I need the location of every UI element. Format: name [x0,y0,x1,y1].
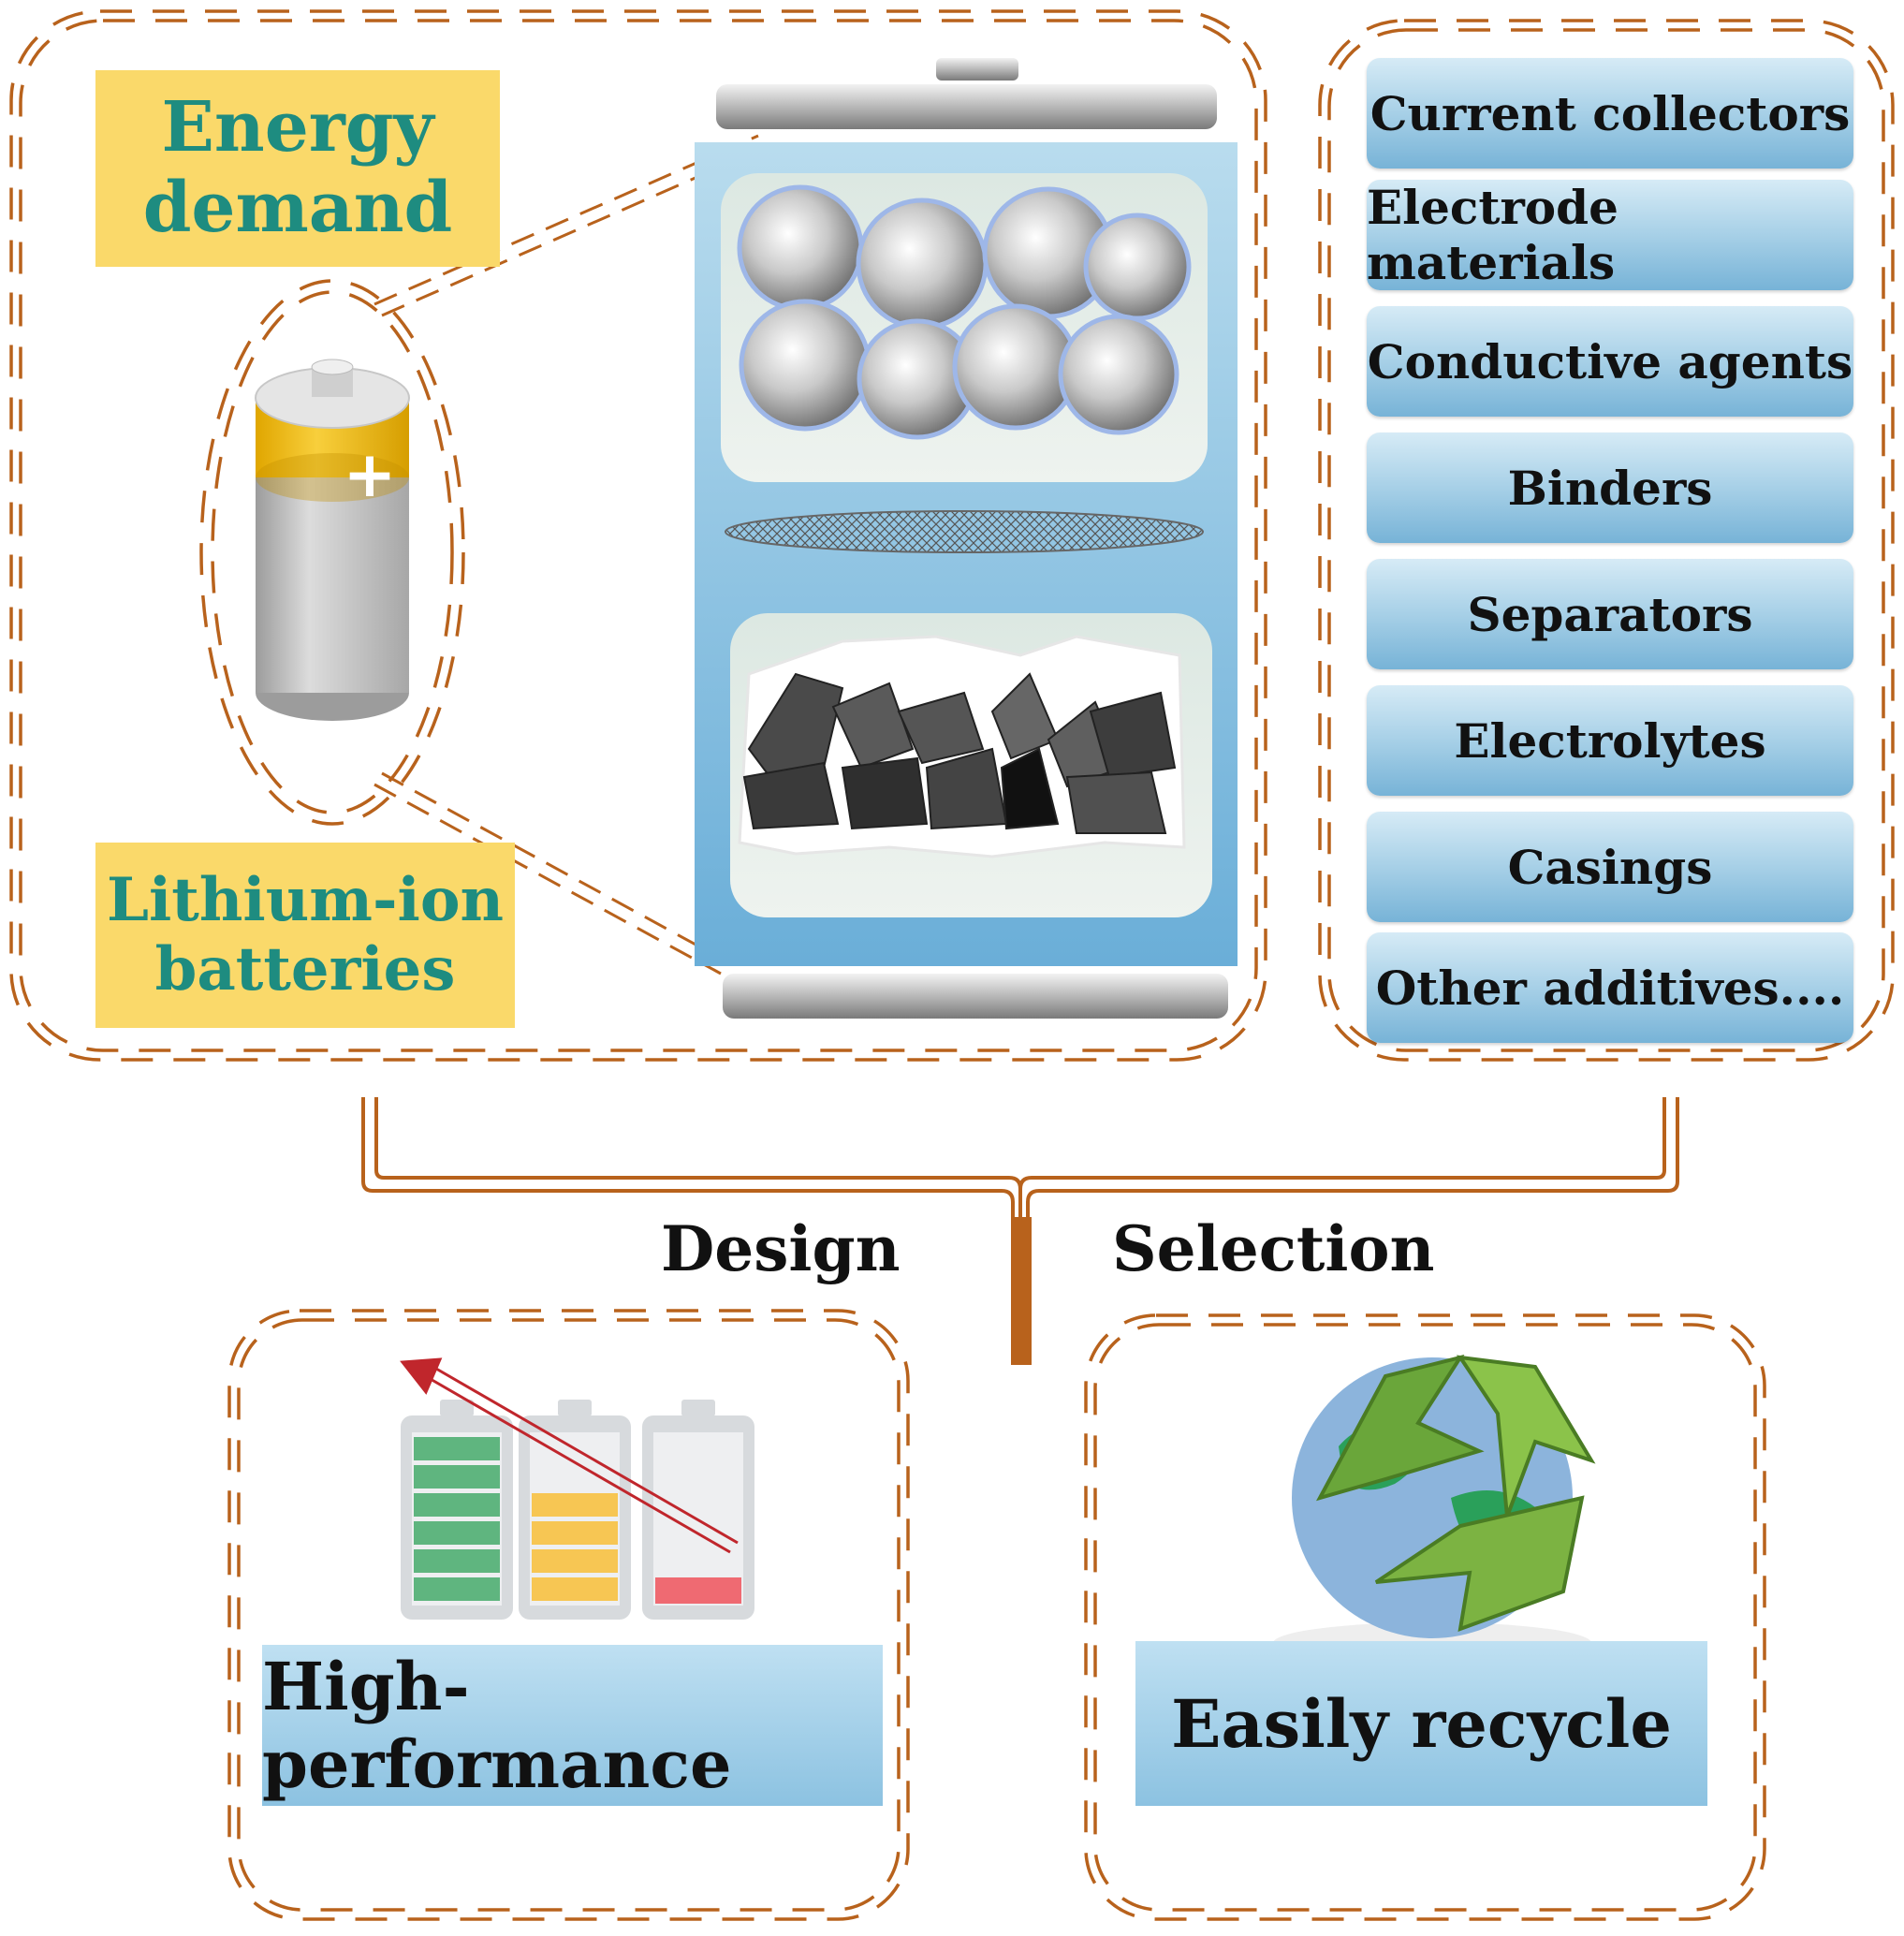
sphere-particle-icon [856,198,989,330]
cell-cutaway [695,58,1238,1019]
selection-label: Selection [1112,1212,1435,1285]
component-separators: Separators [1367,559,1853,669]
component-current-collectors: Current collectors [1367,58,1853,169]
crystal-particle-icon [1065,770,1167,834]
high-performance-label: High-performance [262,1645,883,1806]
left-dashed-frame-inner [19,19,1258,1052]
top-lid [716,84,1217,129]
zoom-line-top [373,134,759,306]
component-electrode-materials: Electrode materials [1367,180,1853,290]
sphere-particle-icon [737,184,864,312]
recycle-dashed-frame [1084,1313,1766,1921]
recycle-earth-icon [1273,1354,1596,1664]
component-casings: Casings [1367,812,1853,922]
component-electrolytes: Electrolytes [1367,685,1853,796]
right-dashed-frame-inner [1327,28,1885,1052]
easily-recycle-label: Easily recycle [1135,1641,1707,1806]
discharge-arrow-icon [400,1357,739,1554]
right-dashed-frame [1318,19,1895,1062]
component-binders: Binders [1367,433,1853,543]
battery-dashed-oval [199,279,465,826]
sphere-particle-icon [1083,213,1192,321]
top-cap-knob [936,58,1018,81]
lithium-ion-batteries-label: Lithium-ion batteries [95,843,515,1028]
component-conductive-agents: Conductive agents [1367,306,1853,417]
battery-plus-sign: + [344,438,397,512]
battery-band-edge [256,453,409,502]
recycle-arrow [1374,1495,1585,1633]
crystal-particle-icon [1000,747,1060,830]
crystal-particle-icon [831,682,915,770]
battery-icon: + [255,359,410,721]
battery-level-icons [400,1357,754,1620]
connector-line-right-inner [1018,1097,1666,1190]
energy-demand-label: Energy demand [95,70,500,267]
connector-line-right-outer [1026,1097,1679,1362]
crystal-particle-icon [1089,691,1177,779]
connector-bracket [361,1097,1679,1362]
bottom-lid [723,974,1228,1019]
connector-line-outer [361,1097,1015,1362]
crystal-particle-icon [742,761,840,830]
battery-level-icon [401,1400,513,1620]
zoom-line-bottom-2 [381,771,729,964]
crystal-particle-icon [897,691,985,765]
battery-level-icon [519,1400,631,1620]
recycle-arrow [1315,1354,1485,1502]
sphere-particles [737,184,1192,440]
zoom-line-bottom [373,783,722,975]
component-other-additives: Other additives.... [1367,932,1853,1043]
battery-terminal-top [311,359,354,375]
left-dashed-frame [9,9,1267,1062]
sphere-particle-icon [739,299,871,432]
recycle-dashed-frame-inner [1093,1323,1757,1912]
crystal-particle-icon [841,756,929,830]
design-label: Design [661,1212,901,1285]
performance-dashed-frame-inner [237,1318,901,1912]
recycle-arrow [1456,1355,1596,1518]
crystal-particles [742,672,1177,834]
performance-dashed-frame [227,1309,910,1921]
separator-mesh [725,510,1204,553]
dashed-frames [9,9,1895,1921]
battery-dashed-oval-inner [211,290,454,814]
sphere-particle-icon [952,303,1079,431]
connector-stem [1011,1217,1032,1365]
battery-body [256,463,409,693]
sphere-particle-icon [1058,314,1179,435]
